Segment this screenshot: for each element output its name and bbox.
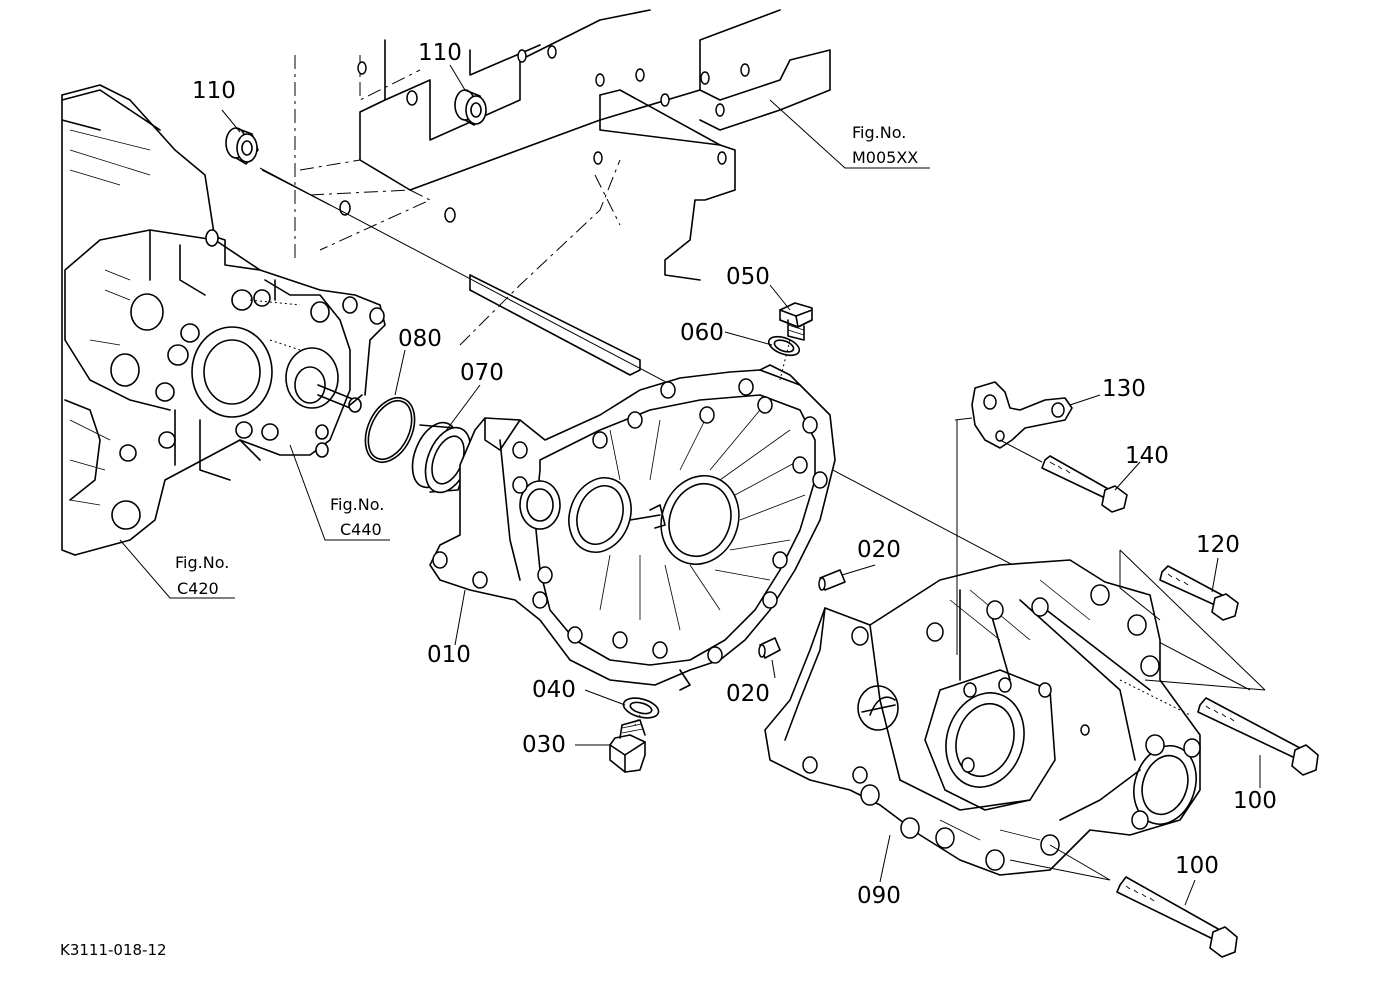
fig-ref-c440: Fig.No. C440 bbox=[330, 495, 384, 539]
fig-ref-m005xx: Fig.No. M005XX bbox=[852, 123, 918, 167]
callout-060: 060 bbox=[680, 320, 724, 346]
callout-080: 080 bbox=[398, 326, 442, 352]
part-050-drain-plug bbox=[779, 302, 813, 341]
part-080-o-ring bbox=[364, 397, 416, 463]
callout-140: 140 bbox=[1125, 443, 1169, 469]
part-120-bolt bbox=[1159, 565, 1239, 621]
callout-120: 120 bbox=[1196, 532, 1240, 558]
callout-040: 040 bbox=[532, 677, 576, 703]
part-140-bolt bbox=[1041, 455, 1128, 513]
callout-110-left: 110 bbox=[192, 78, 236, 104]
fig-ref-m005xx-code: M005XX bbox=[852, 148, 918, 167]
part-020-dowel-upper bbox=[818, 569, 846, 591]
callout-100-lower: 100 bbox=[1175, 853, 1219, 879]
callout-020-upper: 020 bbox=[857, 537, 901, 563]
leader-lines bbox=[119, 64, 1261, 906]
part-100-bolt-upper bbox=[1197, 697, 1319, 776]
callout-050: 050 bbox=[726, 264, 770, 290]
callout-030: 030 bbox=[522, 732, 566, 758]
part-010-front-case bbox=[429, 364, 836, 691]
callout-100-upper: 100 bbox=[1233, 788, 1277, 814]
fig-ref-c440-label: Fig.No. bbox=[330, 495, 384, 514]
part-130-bracket bbox=[971, 381, 1073, 449]
callout-130: 130 bbox=[1102, 376, 1146, 402]
part-060-washer bbox=[767, 335, 801, 357]
callout-110-right: 110 bbox=[418, 40, 462, 66]
callout-090: 090 bbox=[857, 883, 901, 909]
part-100-bolt-lower bbox=[1116, 876, 1238, 958]
fig-ref-c420-label: Fig.No. bbox=[175, 553, 229, 572]
callout-070: 070 bbox=[460, 360, 504, 386]
part-090-rear-case bbox=[764, 559, 1201, 876]
fig-ref-c420: Fig.No. C420 bbox=[175, 553, 229, 598]
transmission-case-left bbox=[61, 84, 386, 556]
fig-ref-m005xx-label: Fig.No. bbox=[852, 123, 906, 142]
callout-020-lower: 020 bbox=[726, 681, 770, 707]
part-030-plug bbox=[609, 719, 646, 773]
part-110-collar-right bbox=[454, 89, 487, 126]
part-020-dowel-lower bbox=[758, 637, 781, 659]
fig-ref-c440-code: C440 bbox=[340, 520, 382, 539]
part-110-collar-left bbox=[225, 127, 259, 165]
front-case-bolt-holes bbox=[432, 378, 828, 664]
part-040-washer bbox=[622, 697, 660, 719]
fig-ref-c420-code: C420 bbox=[177, 579, 219, 598]
drawing-code: K3111-018-12 bbox=[60, 941, 167, 959]
callout-labels: 110 110 080 070 050 060 130 140 120 020 … bbox=[192, 40, 1277, 909]
callout-010: 010 bbox=[427, 642, 471, 668]
